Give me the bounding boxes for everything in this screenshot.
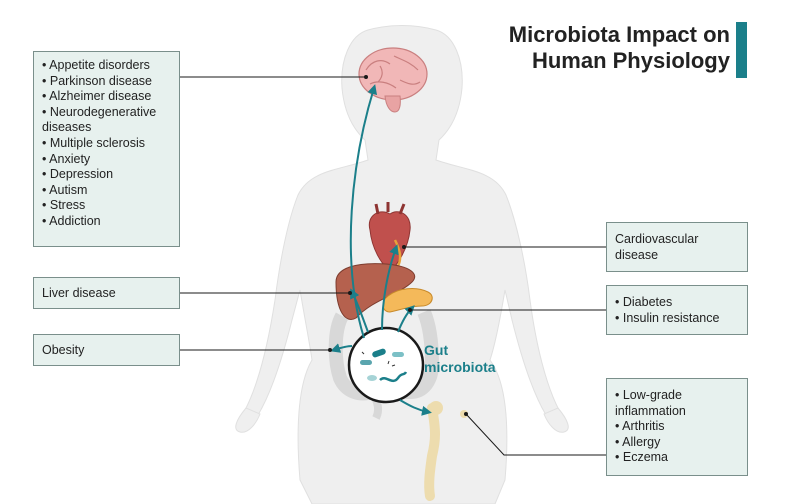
gut-label-line-2: microbiota — [424, 359, 496, 375]
gut-microbiota-label: Gut microbiota — [424, 342, 496, 376]
condition-item: Allergy — [615, 435, 739, 451]
title-line-1: Microbiota Impact on — [508, 22, 730, 47]
condition-item: Addiction — [42, 214, 171, 230]
leader-lines — [180, 76, 606, 456]
brain-conditions-box: Appetite disordersParkinson diseaseAlzhe… — [33, 51, 180, 247]
condition-item: Depression — [42, 167, 171, 183]
arrow-to-liver — [350, 288, 369, 333]
condition-item: Stress — [42, 198, 171, 214]
condition-item: Autism — [42, 183, 171, 199]
body-silhouette — [235, 25, 569, 504]
pancreas-conditions-box: DiabetesInsulin resistance — [606, 285, 748, 335]
leader-dots — [328, 75, 468, 416]
cardiovascular-label: Cardiovascular disease — [615, 232, 699, 262]
inflammation-conditions-box: Low-grade inflammationArthritisAllergyEc… — [606, 378, 748, 476]
liver-disease-label: Liver disease — [42, 286, 116, 300]
condition-item: Anxiety — [42, 152, 171, 168]
gut-arrows — [330, 84, 432, 416]
obesity-box: Obesity — [33, 334, 180, 366]
condition-item: Eczema — [615, 450, 739, 466]
gut-label-line-1: Gut — [424, 342, 449, 358]
arrow-to-body — [330, 343, 353, 353]
cardiovascular-box: Cardiovascular disease — [606, 222, 748, 272]
condition-item: Arthritis — [615, 419, 739, 435]
condition-item: Diabetes — [615, 295, 739, 311]
liver-disease-box: Liver disease — [33, 277, 180, 309]
inflammation-conditions-list: Low-grade inflammationArthritisAllergyEc… — [615, 388, 739, 466]
condition-item: Alzheimer disease — [42, 89, 171, 105]
page-title: Microbiota Impact on Human Physiology — [509, 22, 730, 74]
condition-item: Parkinson disease — [42, 74, 171, 90]
arrow-to-brain — [349, 84, 378, 339]
title-line-2: Human Physiology — [531, 48, 730, 73]
condition-item: Low-grade inflammation — [615, 388, 739, 419]
condition-item: Neurodegenerative diseases — [42, 105, 171, 136]
title-accent-bar — [736, 22, 747, 78]
pancreas-conditions-list: DiabetesInsulin resistance — [615, 295, 739, 326]
condition-item: Insulin resistance — [615, 311, 739, 327]
pancreas-icon — [382, 288, 433, 313]
gut-microbiota-circle — [347, 326, 425, 404]
obesity-label: Obesity — [42, 343, 85, 357]
arrow-to-heart — [381, 244, 399, 331]
condition-item: Appetite disorders — [42, 58, 171, 74]
bacteria-icon — [360, 348, 408, 383]
condition-item: Multiple sclerosis — [42, 136, 171, 152]
brain-conditions-list: Appetite disordersParkinson diseaseAlzhe… — [42, 58, 171, 230]
arrow-to-bone — [399, 399, 432, 416]
